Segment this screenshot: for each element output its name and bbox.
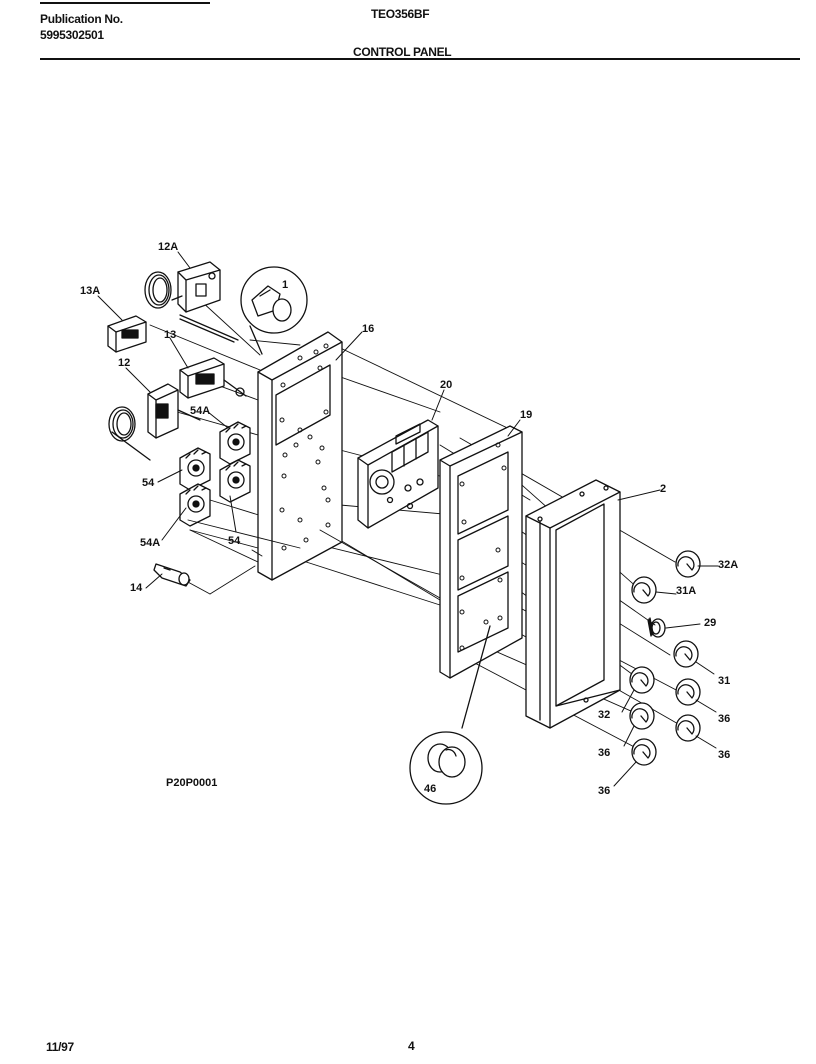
callout-29: 29 <box>704 617 716 629</box>
infinite-switch-54-upper <box>179 447 211 491</box>
callout-1: 1 <box>282 279 288 291</box>
callout-36-c: 36 <box>718 749 730 761</box>
footer-date: 11/97 <box>46 1040 74 1054</box>
header-rule <box>40 58 800 60</box>
knob-32a <box>675 550 701 578</box>
thermostat-12 <box>108 383 201 461</box>
callout-16: 16 <box>362 323 374 335</box>
callout-32a: 32A <box>718 559 738 571</box>
callout-13: 13 <box>164 329 176 341</box>
callout-36-d: 36 <box>598 785 610 797</box>
callout-31a: 31A <box>676 585 696 597</box>
control-panel-19 <box>439 425 523 679</box>
detail-circle-1 <box>240 266 308 355</box>
thermostat-12a <box>144 261 239 343</box>
detail-circle-46 <box>409 625 491 805</box>
callout-12: 12 <box>118 357 130 369</box>
publication-number: 5995302501 <box>40 28 104 42</box>
callout-labels: 12A 13A 13 12 54A 54 54A 54 14 1 16 20 1… <box>80 241 738 797</box>
callout-2: 2 <box>660 483 666 495</box>
callout-54a-upper: 54A <box>190 405 210 417</box>
switch-13a <box>107 315 147 353</box>
callout-31: 31 <box>718 675 730 687</box>
callout-12a: 12A <box>158 241 178 253</box>
indicator-light-14 <box>153 563 191 587</box>
callout-54a-lower: 54A <box>140 537 160 549</box>
knob-31a <box>631 576 657 604</box>
knob-36-c <box>675 714 701 742</box>
infinite-switch-54a-lower <box>179 483 211 527</box>
callout-leaders <box>97 251 719 787</box>
callout-46: 46 <box>424 783 436 795</box>
clock-timer-20 <box>357 419 439 529</box>
infinite-switch-54-lower <box>219 459 251 503</box>
publication-label: Publication No. <box>40 12 123 26</box>
infinite-switch-54a-upper <box>219 421 251 465</box>
figure-code: P20P0001 <box>166 777 217 789</box>
model-number: TEO356BF <box>371 7 430 21</box>
header-top-rule <box>40 2 210 4</box>
knob-32 <box>629 666 655 694</box>
page-number: 4 <box>408 1039 415 1053</box>
knob-36-b <box>629 702 655 730</box>
callout-36-b: 36 <box>598 747 610 759</box>
spring-29 <box>647 617 666 638</box>
trim-frame-2 <box>525 479 621 729</box>
callout-36-a: 36 <box>718 713 730 725</box>
switch-13 <box>179 357 247 399</box>
bracket-panel-16 <box>257 331 343 581</box>
knob-36-a <box>675 678 701 706</box>
callout-19: 19 <box>520 409 532 421</box>
knob-36-d <box>631 738 657 766</box>
callout-20: 20 <box>440 379 452 391</box>
callout-54-upper: 54 <box>142 477 155 489</box>
callout-54-lower: 54 <box>228 535 241 547</box>
callout-14: 14 <box>130 582 143 594</box>
callout-13a: 13A <box>80 285 100 297</box>
callout-32: 32 <box>598 709 610 721</box>
knob-31 <box>673 640 699 668</box>
section-title: CONTROL PANEL <box>353 45 452 59</box>
